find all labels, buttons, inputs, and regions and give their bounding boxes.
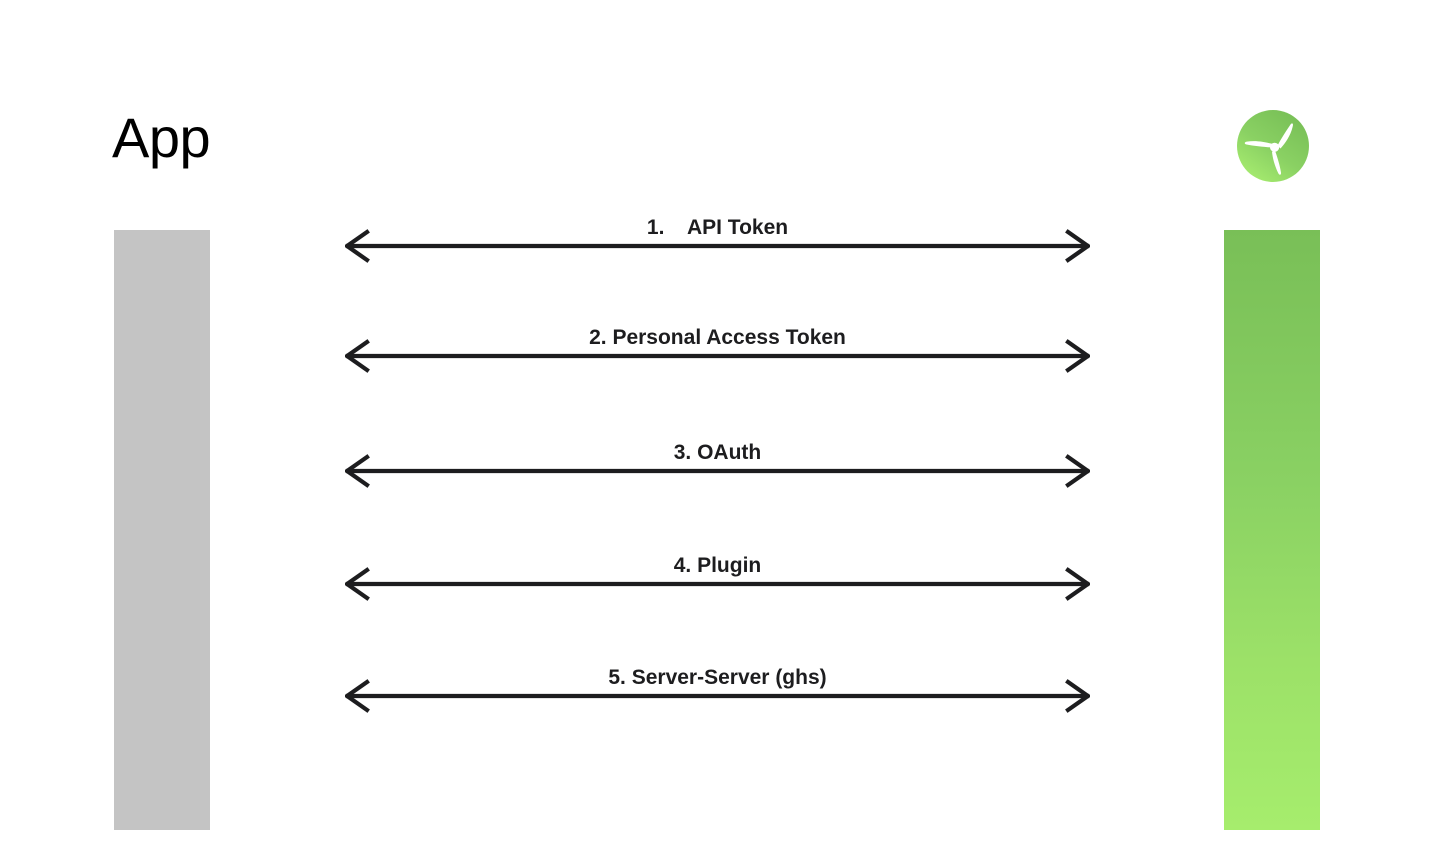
message-label-personal-access-token: 2. Personal Access Token bbox=[589, 326, 846, 349]
double-headed-arrow-icon bbox=[345, 330, 1090, 382]
double-headed-arrow-icon bbox=[345, 670, 1090, 722]
left-actor-lifeline bbox=[114, 230, 210, 830]
message-row-1: 1. API Token bbox=[345, 212, 1090, 272]
message-label-server-server-ghs: 5. Server-Server (ghs) bbox=[608, 666, 827, 689]
message-label-api-token: 1. API Token bbox=[646, 216, 789, 239]
message-row-5: 5. Server-Server (ghs) bbox=[345, 662, 1090, 722]
right-actor-lifeline bbox=[1224, 230, 1320, 830]
message-label-oauth: 3. OAuth bbox=[673, 441, 762, 464]
double-headed-arrow-icon bbox=[345, 445, 1090, 497]
message-row-2: 2. Personal Access Token bbox=[345, 322, 1090, 382]
double-headed-arrow-icon bbox=[345, 558, 1090, 610]
message-label-plugin: 4. Plugin bbox=[673, 554, 762, 577]
message-row-3: 3. OAuth bbox=[345, 437, 1090, 497]
propeller-logo-icon bbox=[1236, 109, 1310, 183]
message-row-4: 4. Plugin bbox=[345, 550, 1090, 610]
double-headed-arrow-icon bbox=[345, 220, 1090, 272]
left-actor-title: App bbox=[112, 106, 211, 169]
